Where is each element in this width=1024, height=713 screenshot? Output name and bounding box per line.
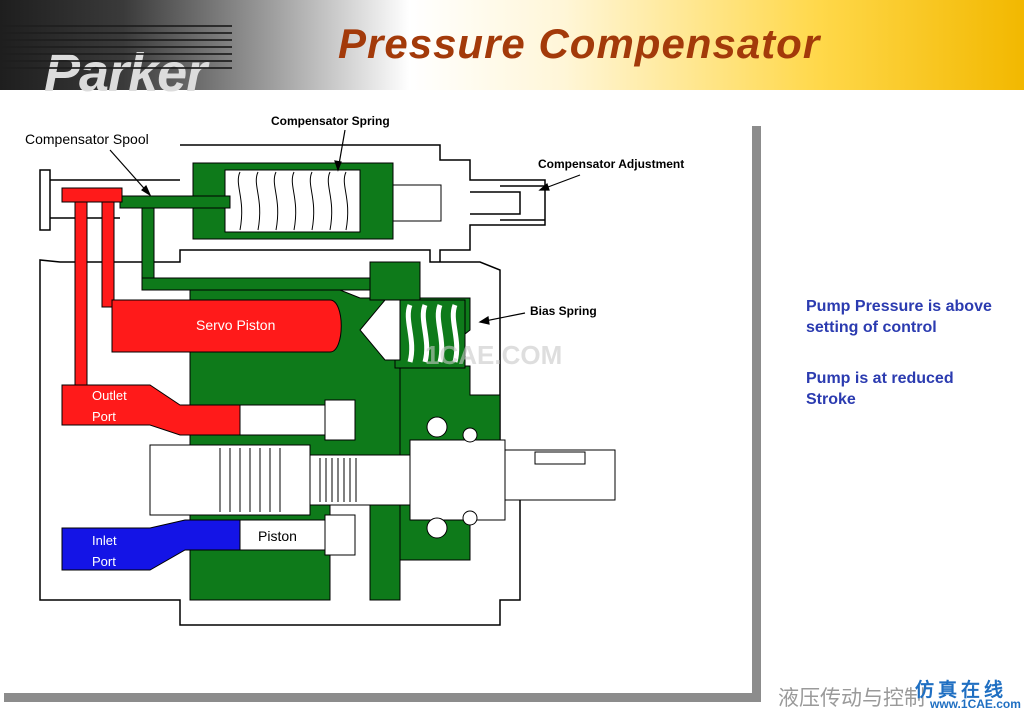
- slide-title: Pressure Compensator: [338, 20, 821, 67]
- compensator-spring-assembly: [192, 162, 442, 240]
- site-watermark-title: 仿真在线: [915, 679, 1008, 701]
- diagram-watermark: 1CAE.COM: [425, 340, 563, 370]
- label-outlet-port-2: Port: [92, 409, 116, 424]
- label-compensator-spool: Compensator Spool: [25, 131, 149, 147]
- label-bias-spring: Bias Spring: [530, 304, 597, 318]
- spline-teeth: [219, 448, 357, 512]
- parker-logo: Parker: [0, 22, 232, 103]
- label-piston: Piston: [258, 528, 297, 544]
- header-banner: Parker Pressure Compensator: [0, 0, 1024, 103]
- label-inlet-port-1: Inlet: [92, 533, 117, 548]
- bias-spring: [359, 299, 466, 369]
- label-compensator-adjustment: Compensator Adjustment: [538, 157, 684, 171]
- red-outlet-passages: [61, 187, 342, 436]
- panel-shadow-right: [752, 126, 761, 702]
- note-pump-pressure: Pump Pressure is above setting of contro…: [806, 298, 992, 336]
- pump-cutaway-diagram: Compensator Spool Compensator Spring Com…: [25, 114, 684, 626]
- label-servo-piston: Servo Piston: [196, 317, 275, 333]
- label-outlet-port-1: Outlet: [92, 388, 127, 403]
- label-compensator-spring: Compensator Spring: [271, 114, 390, 128]
- site-watermark-url: www.1CAE.com: [930, 697, 1021, 711]
- logo-text: Parker: [44, 43, 207, 103]
- label-inlet-port-2: Port: [92, 554, 116, 569]
- wechat-watermark: 液压传动与控制: [778, 686, 925, 710]
- panel-shadow-bottom: [4, 693, 761, 702]
- note-reduced-stroke: Pump is at reduced Stroke: [806, 370, 954, 408]
- leader-arrows: [109, 129, 581, 325]
